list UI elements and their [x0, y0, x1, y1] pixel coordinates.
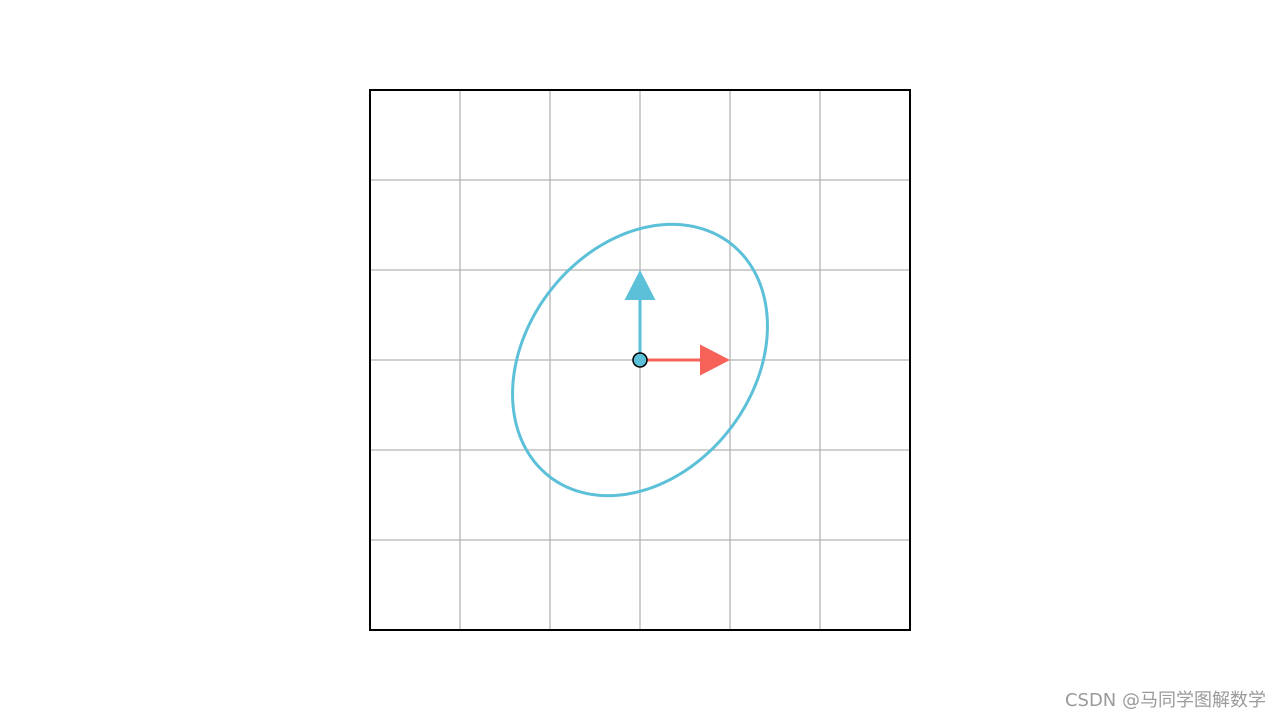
- watermark-text: CSDN @马同学图解数学: [1064, 690, 1266, 711]
- origin-point: [632, 352, 648, 368]
- vector-e2-arrowhead: [624, 270, 656, 300]
- grid-border: [369, 89, 911, 631]
- vector-e1-arrowhead: [700, 344, 730, 376]
- transformed-ellipse: [511, 222, 769, 498]
- basis-vectors: [624, 270, 730, 376]
